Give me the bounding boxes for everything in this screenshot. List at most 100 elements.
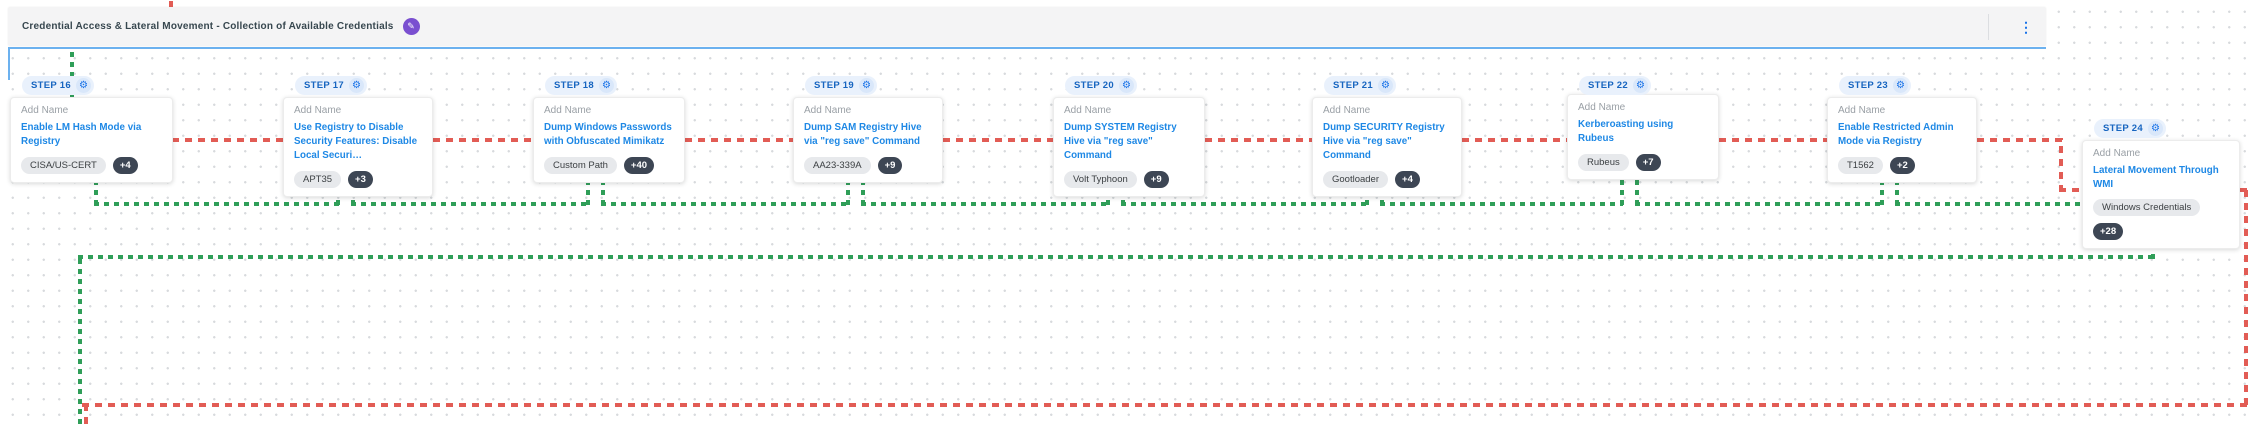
add-name-field[interactable]: Add Name <box>1578 102 1626 113</box>
gear-icon[interactable]: ⚙ <box>1118 78 1134 93</box>
count-pill[interactable]: +3 <box>348 171 373 188</box>
connector-green <box>78 255 2153 259</box>
gear-icon[interactable]: ⚙ <box>1377 78 1393 93</box>
gear-icon[interactable]: ⚙ <box>1892 78 1908 93</box>
step-card-23[interactable]: Add Name Enable Restricted Admin Mode vi… <box>1827 97 1977 183</box>
scenario-link[interactable]: Lateral Movement Through WMI <box>2093 165 2219 190</box>
connector-green <box>601 202 849 206</box>
pencil-icon: ✎ <box>407 21 415 31</box>
scenario-link[interactable]: Dump SAM Registry Hive via "reg save" Co… <box>804 122 922 147</box>
step-chip-22[interactable]: STEP 22 ⚙ <box>1579 76 1651 95</box>
connector-red <box>1977 138 2063 142</box>
connector-red <box>82 403 2248 407</box>
scenario-link[interactable]: Dump Windows Passwords with Obfuscated M… <box>544 122 672 147</box>
step-chip-23[interactable]: STEP 23 ⚙ <box>1839 76 1911 95</box>
connector-red <box>169 0 173 8</box>
scenario-header: Credential Access & Lateral Movement - C… <box>8 7 2046 46</box>
kebab-menu-icon[interactable]: ⋮ <box>2019 18 2033 35</box>
scenario-link[interactable]: Use Registry to Disable Security Feature… <box>294 122 418 161</box>
count-pill[interactable]: +9 <box>877 157 903 174</box>
tag-pill[interactable]: APT35 <box>294 171 342 188</box>
scenario-link[interactable]: Enable Restricted Admin Mode via Registr… <box>1838 122 1954 147</box>
connector-green <box>1895 181 1899 205</box>
step-chip-19[interactable]: STEP 19 ⚙ <box>805 76 877 95</box>
count-pill[interactable]: +4 <box>112 157 138 174</box>
count-pill[interactable]: +9 <box>1143 171 1169 188</box>
step-chip-24[interactable]: STEP 24 ⚙ <box>2094 119 2166 138</box>
connector-green <box>601 181 605 205</box>
step-label: STEP 23 <box>1848 80 1888 91</box>
connector-green <box>846 181 850 205</box>
step-chip-21[interactable]: STEP 21 ⚙ <box>1324 76 1396 95</box>
step-label: STEP 19 <box>814 80 854 91</box>
add-name-field[interactable]: Add Name <box>1064 105 1112 116</box>
add-name-field[interactable]: Add Name <box>544 105 592 116</box>
tag-pill[interactable]: Custom Path <box>544 157 617 174</box>
count-pill[interactable]: +2 <box>1889 157 1915 174</box>
tag-pill[interactable]: Windows Credentials <box>2093 199 2201 216</box>
scenario-link[interactable]: Kerberoasting using Rubeus <box>1578 119 1674 144</box>
tag-pill[interactable]: T1562 <box>1838 157 1883 174</box>
add-name-field[interactable]: Add Name <box>294 105 342 116</box>
add-name-field[interactable]: Add Name <box>804 105 852 116</box>
connector-red <box>1719 138 1827 142</box>
scenario-link[interactable]: Dump SECURITY Registry Hive via "reg sav… <box>1323 122 1445 161</box>
gear-icon[interactable]: ⚙ <box>348 78 364 93</box>
step-card-20[interactable]: Add Name Dump SYSTEM Registry Hive via "… <box>1053 97 1205 197</box>
connector-green <box>1635 165 1639 205</box>
step-card-19[interactable]: Add Name Dump SAM Registry Hive via "reg… <box>793 97 943 183</box>
tag-pill[interactable]: AA23-339A <box>804 157 871 174</box>
stage-selection-border-left <box>8 47 10 80</box>
step-label: STEP 21 <box>1333 80 1373 91</box>
step-card-24[interactable]: Add Name Lateral Movement Through WMI Wi… <box>2082 140 2240 249</box>
gear-icon[interactable]: ⚙ <box>2147 121 2163 136</box>
connector-red <box>1462 138 1567 142</box>
connector-green <box>1635 202 1883 206</box>
count-pill[interactable]: +28 <box>2093 223 2124 240</box>
step-card-21[interactable]: Add Name Dump SECURITY Registry Hive via… <box>1312 97 1462 197</box>
step-card-22[interactable]: Add Name Kerberoasting using Rubeus Rube… <box>1567 94 1719 180</box>
count-pill[interactable]: +40 <box>623 157 655 174</box>
step-label: STEP 16 <box>31 80 71 91</box>
step-chip-20[interactable]: STEP 20 ⚙ <box>1065 76 1137 95</box>
connector-green <box>351 202 589 206</box>
connector-red <box>685 138 793 142</box>
connector-green <box>1895 202 2082 206</box>
connector-green <box>94 181 98 205</box>
tag-pill[interactable]: CISA/US-CERT <box>21 157 106 174</box>
connector-red <box>2244 188 2248 405</box>
scenario-link[interactable]: Enable LM Hash Mode via Registry <box>21 122 142 147</box>
step-label: STEP 18 <box>554 80 594 91</box>
step-card-17[interactable]: Add Name Use Registry to Disable Securit… <box>283 97 433 197</box>
add-name-field[interactable]: Add Name <box>21 105 69 116</box>
connector-green <box>1880 181 1884 205</box>
step-label: STEP 17 <box>304 80 344 91</box>
step-label: STEP 22 <box>1588 80 1628 91</box>
scenario-link[interactable]: Dump SYSTEM Registry Hive via "reg save"… <box>1064 122 1177 161</box>
gear-icon[interactable]: ⚙ <box>858 78 874 93</box>
edit-title-button[interactable]: ✎ <box>402 18 420 35</box>
tag-pill[interactable]: Volt Typhoon <box>1064 171 1137 188</box>
step-card-18[interactable]: Add Name Dump Windows Passwords with Obf… <box>533 97 685 183</box>
count-pill[interactable]: +4 <box>1395 171 1420 188</box>
step-chip-17[interactable]: STEP 17 ⚙ <box>295 76 367 95</box>
tag-pill[interactable]: Gootloader <box>1323 171 1389 188</box>
gear-icon[interactable]: ⚙ <box>598 78 614 93</box>
connector-red <box>172 138 283 142</box>
step-chip-18[interactable]: STEP 18 ⚙ <box>545 76 617 95</box>
gear-icon[interactable]: ⚙ <box>75 78 91 93</box>
connector-green <box>78 255 82 424</box>
connector-red <box>1205 138 1312 142</box>
count-pill[interactable]: +7 <box>1635 154 1661 171</box>
connector-red <box>2059 138 2063 192</box>
add-name-field[interactable]: Add Name <box>1323 105 1371 116</box>
gear-icon[interactable]: ⚙ <box>1632 78 1648 93</box>
add-name-field[interactable]: Add Name <box>1838 105 1886 116</box>
connector-green <box>70 49 74 97</box>
add-name-field[interactable]: Add Name <box>2093 148 2141 159</box>
connector-green <box>94 202 339 206</box>
step-card-16[interactable]: Add Name Enable LM Hash Mode via Registr… <box>10 97 173 183</box>
tag-pill[interactable]: Rubeus <box>1578 154 1629 171</box>
step-chip-16[interactable]: STEP 16 ⚙ <box>22 76 94 95</box>
